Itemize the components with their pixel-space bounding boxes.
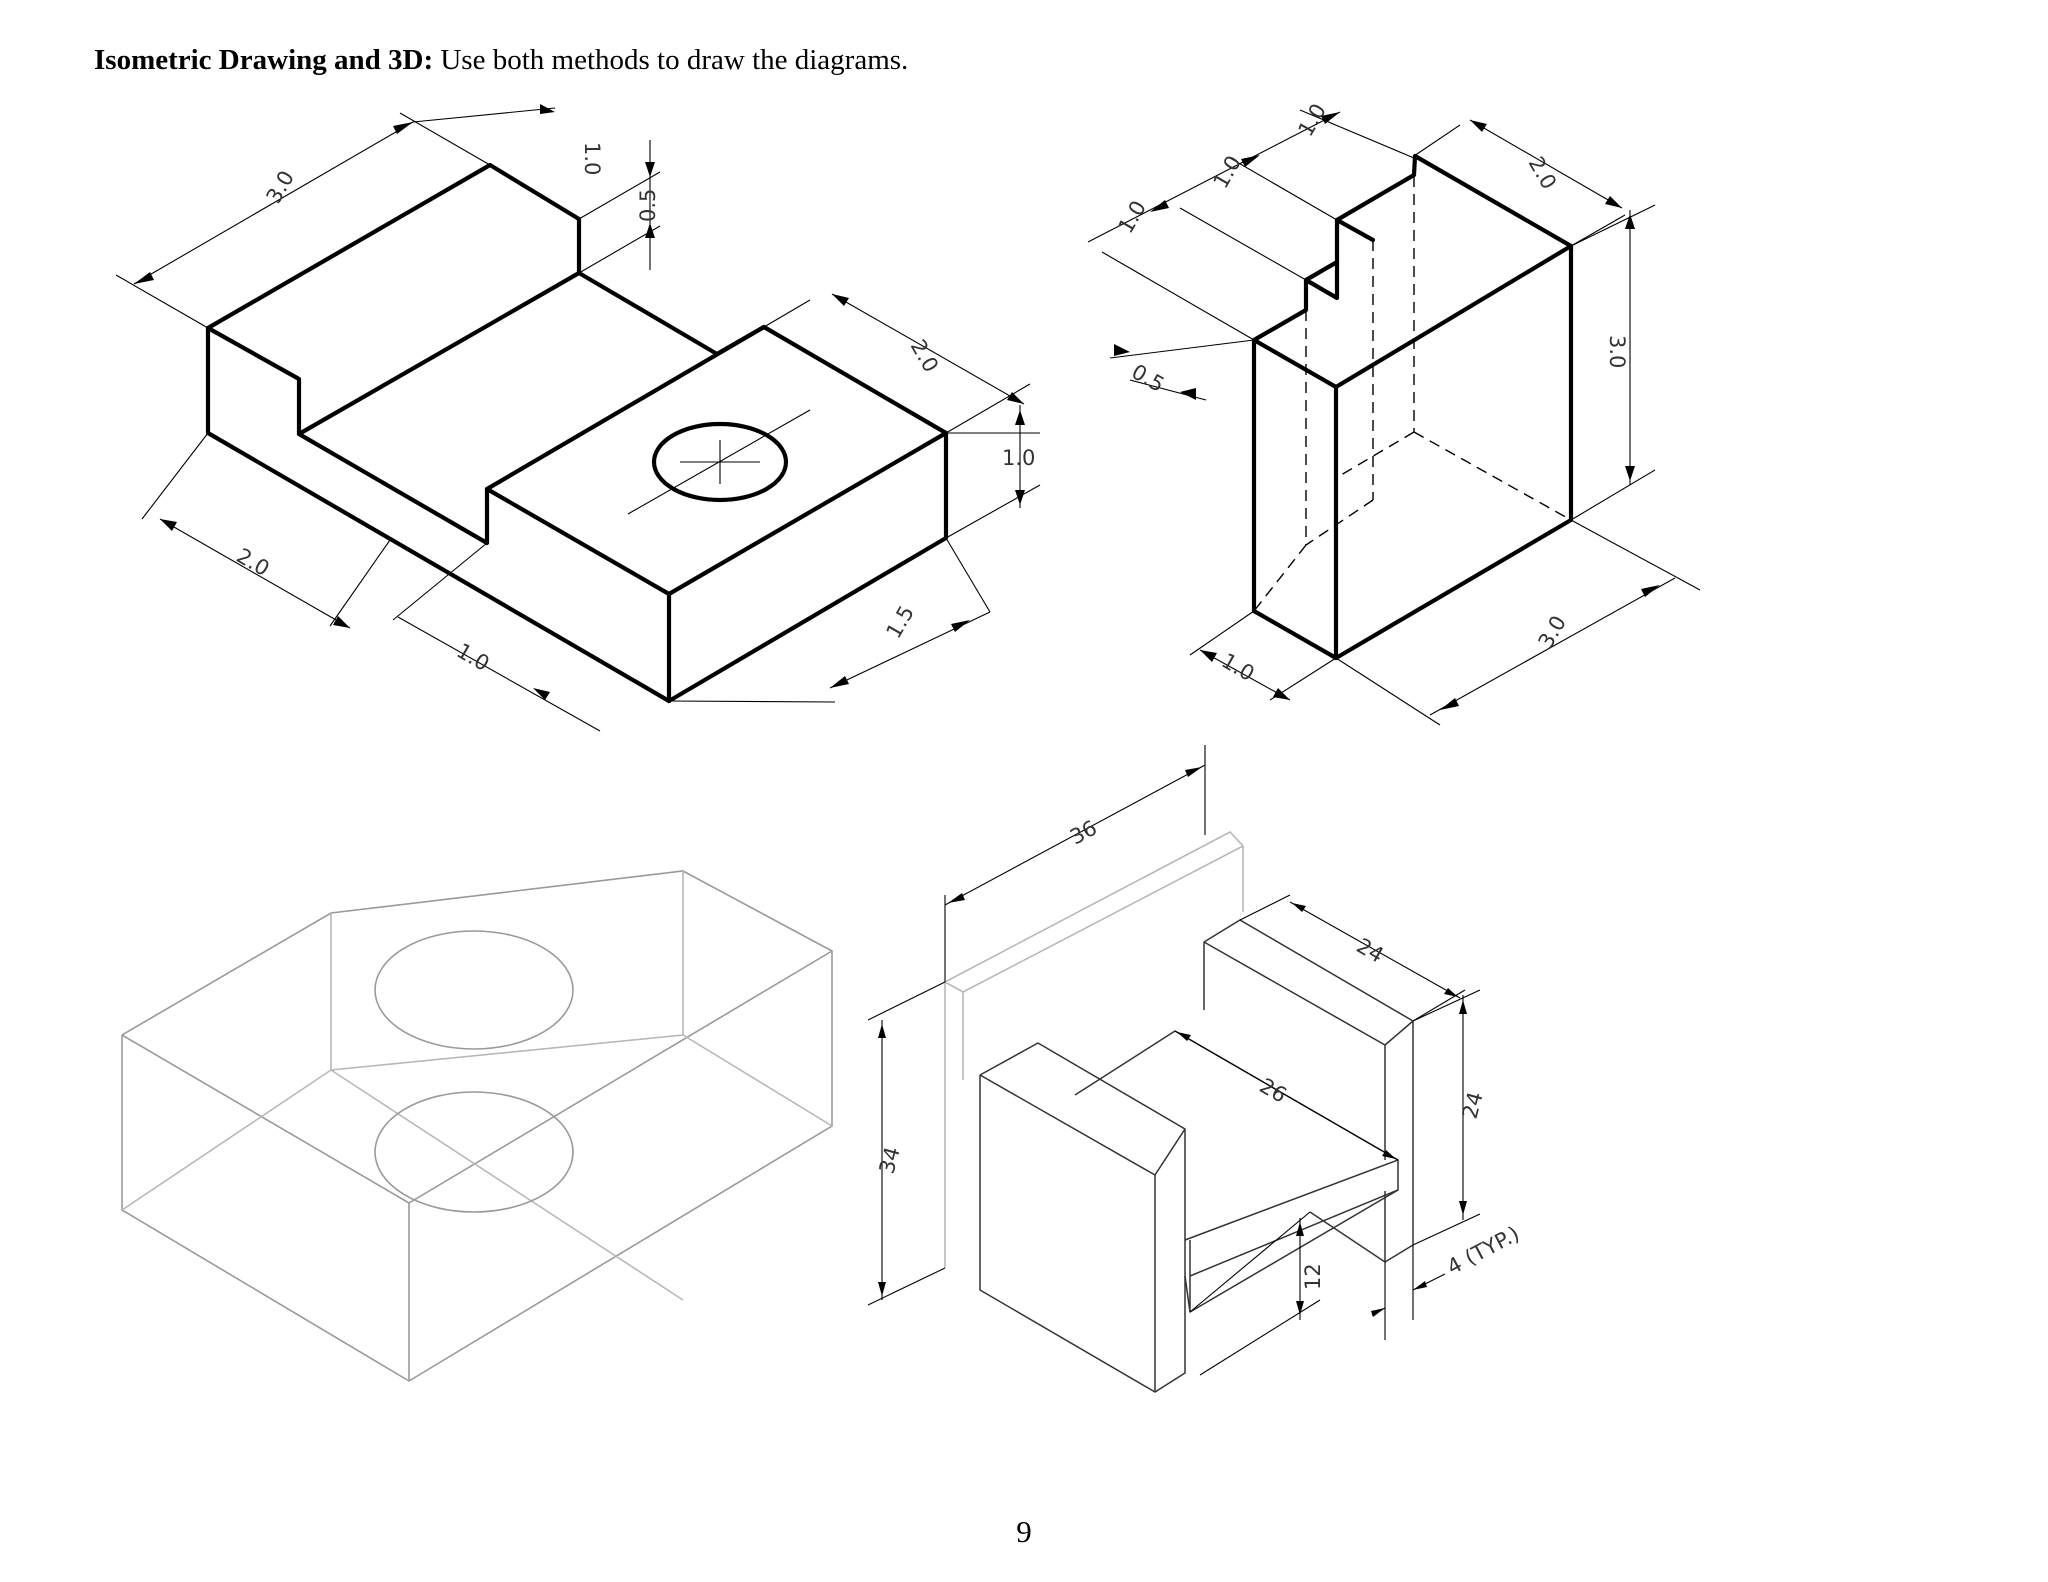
dim-label: 3.0	[1605, 335, 1629, 368]
dim-label: 1.0	[1002, 446, 1035, 470]
dim-label: 12	[1301, 1263, 1325, 1290]
dim-label: 36	[1066, 816, 1101, 850]
dim-label: 24	[1458, 1089, 1488, 1121]
dim-label: 0.5	[636, 189, 660, 222]
dim-label: 4 (TYP.)	[1443, 1222, 1523, 1280]
dim-label: 1.0	[580, 142, 604, 175]
dim-label: 26	[1256, 1074, 1291, 1108]
heading-text: Use both methods to draw the diagrams.	[433, 44, 909, 76]
dim-label: 34	[875, 1144, 905, 1176]
heading-bold: Isometric Drawing and 3D:	[94, 44, 434, 76]
dim-label: 24	[1353, 934, 1388, 968]
page-number: 9	[1016, 1514, 1032, 1549]
page-heading: Isometric Drawing and 3D: Use both metho…	[94, 44, 908, 77]
